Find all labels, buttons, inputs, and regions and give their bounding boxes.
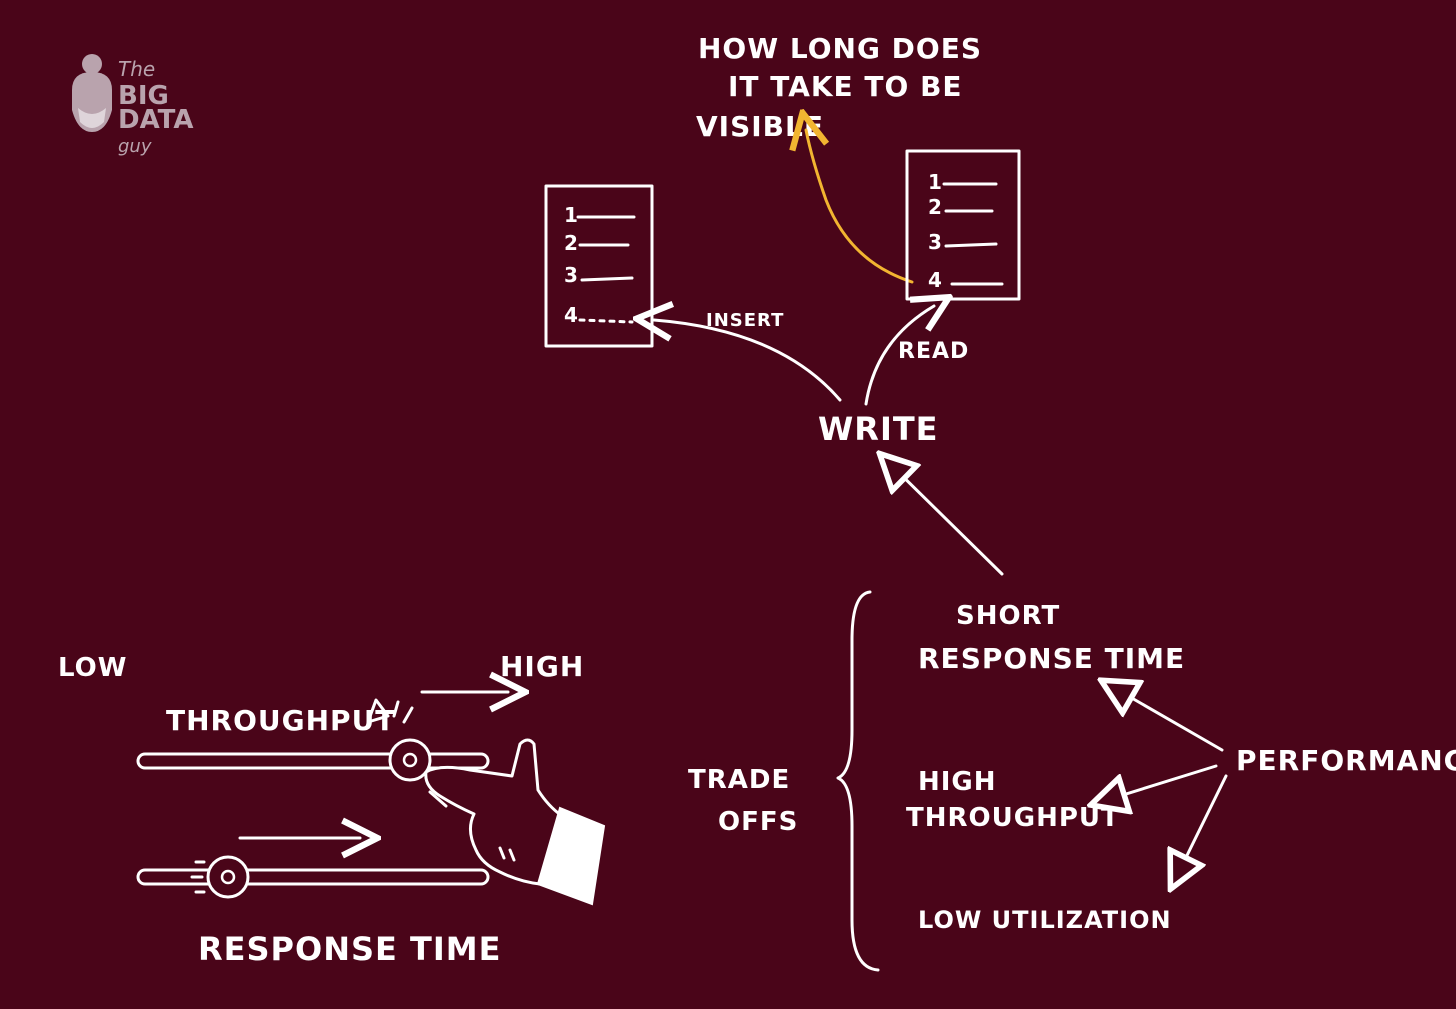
write-arrow — [882, 456, 1004, 576]
performance-to-response-arrow — [1104, 682, 1224, 752]
question-line2: IT TAKE TO BE — [728, 70, 963, 103]
short-response-line1: SHORT — [956, 601, 1060, 631]
response-time-slider-knob[interactable] — [206, 855, 250, 899]
question-line3: VISIBLE — [696, 110, 824, 143]
short-response-line2: RESPONSE TIME — [918, 642, 1185, 675]
logo-big: BIG — [118, 81, 169, 111]
face-icon — [72, 54, 112, 132]
high-throughput-line2: THROUGHPUT — [906, 803, 1120, 833]
throughput-slider-track — [136, 752, 490, 770]
right-doc-item-3: 3 — [928, 230, 943, 254]
tradeoffs-line1: TRADE — [688, 765, 790, 795]
insert-label: INSERT — [706, 310, 784, 331]
response-time-slider[interactable] — [136, 855, 490, 899]
throughput-label: THROUGHPUT — [166, 704, 395, 737]
tradeoffs-line2: OFFS — [718, 807, 798, 837]
insert-arrow — [654, 320, 842, 402]
read-arrow — [864, 306, 934, 406]
write-label: WRITE — [818, 410, 939, 448]
left-doc-item-4: 4 — [564, 303, 579, 327]
performance-to-throughput-arrow — [1094, 764, 1218, 804]
read-label: READ — [898, 339, 969, 364]
sparkle-icon — [366, 698, 390, 724]
low-utilization-label: LOW UTILIZATION — [918, 906, 1172, 934]
right-document: 1 2 3 4 — [905, 149, 1021, 301]
high-throughput-line1: HIGH — [918, 767, 997, 797]
right-doc-item-2: 2 — [928, 195, 943, 219]
pointing-hand-icon — [424, 738, 606, 906]
throughput-slider-knob[interactable] — [388, 738, 432, 782]
tradeoffs-brace — [836, 590, 880, 972]
logo: The BIG DATA guy — [72, 54, 194, 157]
left-doc-item-1: 1 — [564, 203, 579, 227]
question-line1: HOW LONG DOES — [698, 32, 982, 65]
logo-the: The — [118, 57, 155, 81]
response-time-slider-track — [136, 868, 490, 886]
visibility-arrow — [806, 130, 914, 284]
logo-guy: guy — [118, 136, 152, 157]
left-doc-item-2: 2 — [564, 231, 579, 255]
logo-data: DATA — [118, 105, 194, 135]
slider-panel: LOW HIGH THROUGHPUT — [58, 650, 606, 968]
left-doc-item-3: 3 — [564, 263, 579, 287]
response-time-label: RESPONSE TIME — [198, 930, 501, 968]
low-label: LOW — [58, 653, 127, 683]
right-doc-item-1: 1 — [928, 170, 943, 194]
performance-label: PERFORMANCE — [1236, 744, 1456, 777]
high-label: HIGH — [500, 650, 584, 683]
right-doc-item-4: 4 — [928, 268, 943, 292]
left-document: 1 2 3 4 — [544, 184, 654, 348]
visibility-question: HOW LONG DOES IT TAKE TO BE VISIBLE — [696, 32, 982, 143]
throughput-slider[interactable] — [136, 738, 490, 782]
performance-to-utilization-arrow — [1172, 774, 1228, 886]
